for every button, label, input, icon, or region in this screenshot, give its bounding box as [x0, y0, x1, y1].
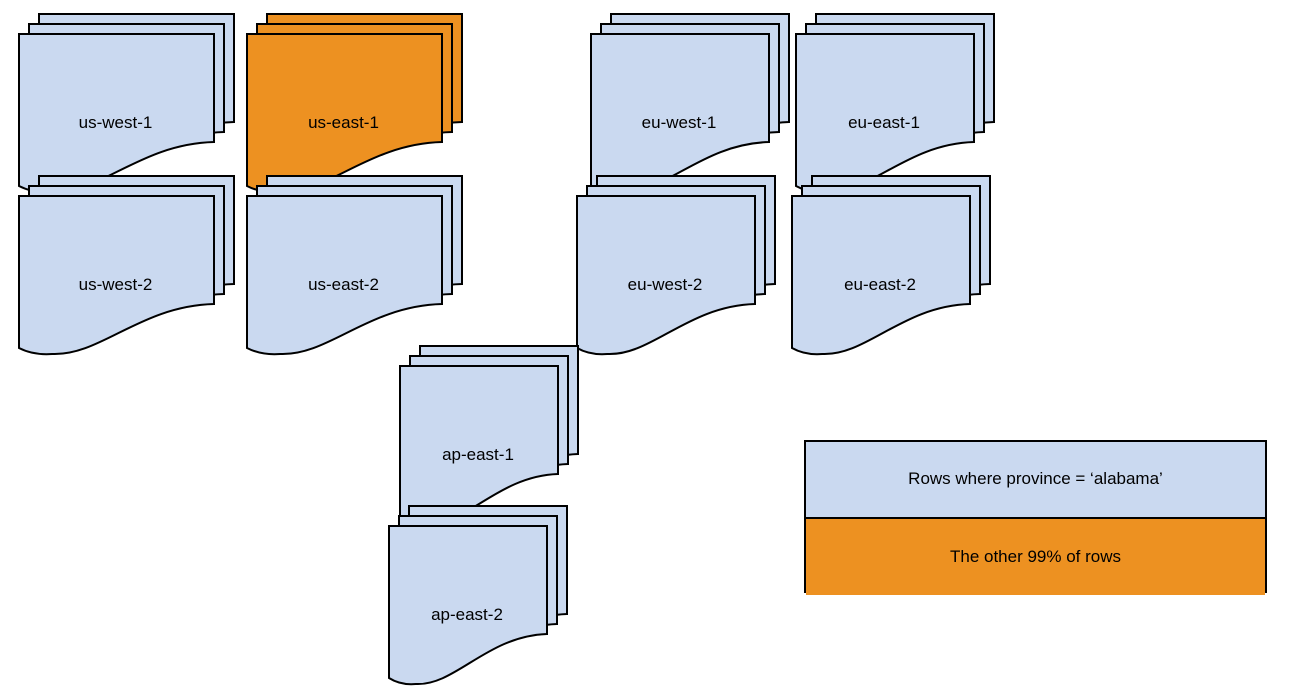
- document-stack-shape-us-west-2: [18, 175, 235, 356]
- document-stack-us-west-1[interactable]: us-west-1: [18, 13, 235, 194]
- legend-label-legend-orange: The other 99% of rows: [949, 546, 1122, 566]
- legend-label-legend-blue: Rows where province = ‘alabama’: [908, 469, 1163, 489]
- legend-row-legend-orange: The other 99% of rows: [806, 518, 1265, 595]
- document-stack-shape-eu-east-2: [791, 175, 991, 356]
- document-stack-shape-ap-east-1: [399, 345, 579, 526]
- document-stack-shape-eu-east-1: [795, 13, 995, 194]
- document-front-eu-east-1: [795, 33, 975, 194]
- document-stack-shape-us-west-1: [18, 13, 235, 194]
- document-front-us-west-2: [18, 195, 215, 356]
- document-stack-eu-east-2[interactable]: eu-east-2: [791, 175, 991, 356]
- document-stack-shape-ap-east-2: [388, 505, 568, 686]
- document-stack-us-west-2[interactable]: us-west-2: [18, 175, 235, 356]
- document-stack-ap-east-1[interactable]: ap-east-1: [399, 345, 579, 526]
- document-stack-shape-eu-west-1: [590, 13, 790, 194]
- legend: Rows where province = ‘alabama’ The other…: [804, 440, 1267, 595]
- document-front-eu-west-2: [576, 195, 756, 356]
- document-front-ap-east-1: [399, 365, 559, 526]
- legend-row-legend-blue: Rows where province = ‘alabama’: [806, 442, 1265, 519]
- document-front-eu-west-1: [590, 33, 770, 194]
- document-front-eu-east-2: [791, 195, 971, 356]
- document-front-us-west-1: [18, 33, 215, 194]
- document-front-us-east-1: [246, 33, 443, 194]
- document-front-us-east-2: [246, 195, 443, 356]
- document-stack-us-east-1[interactable]: us-east-1: [246, 13, 463, 194]
- document-stack-shape-us-east-1: [246, 13, 463, 194]
- document-stack-ap-east-2[interactable]: ap-east-2: [388, 505, 568, 686]
- document-stack-shape-us-east-2: [246, 175, 463, 356]
- document-stack-us-east-2[interactable]: us-east-2: [246, 175, 463, 356]
- document-front-ap-east-2: [388, 525, 548, 686]
- document-stack-shape-eu-west-2: [576, 175, 776, 356]
- document-stack-eu-west-2[interactable]: eu-west-2: [576, 175, 776, 356]
- document-stack-eu-west-1[interactable]: eu-west-1: [590, 13, 790, 194]
- document-stack-eu-east-1[interactable]: eu-east-1: [795, 13, 995, 194]
